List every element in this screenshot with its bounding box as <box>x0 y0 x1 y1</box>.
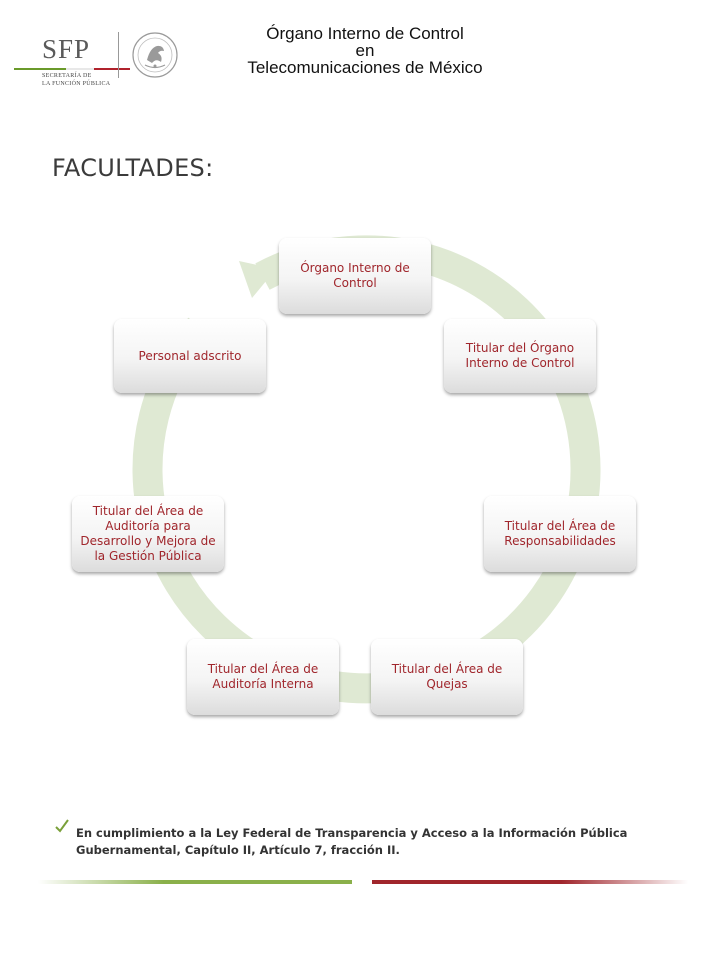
node-personal-adscrito: Personal adscrito <box>114 319 266 393</box>
page-header: SFP SECRETARÍA DE LA FUNCIÓN PÚBLICA Órg… <box>0 0 720 100</box>
title-line-3: Telecomunicaciones de México <box>247 58 483 77</box>
cycle-arrowhead-icon <box>239 261 276 298</box>
node-quejas: Titular del Área de Quejas <box>371 639 523 715</box>
sfp-logo: SFP SECRETARÍA DE LA FUNCIÓN PÚBLICA <box>14 28 189 88</box>
node-responsabilidades: Titular del Área de Responsabilidades <box>484 496 636 572</box>
footer-color-bar <box>38 880 688 884</box>
logo-subtitle-line2: LA FUNCIÓN PÚBLICA <box>42 81 111 87</box>
logo-stripe-red <box>94 68 130 70</box>
logo-divider <box>118 32 119 78</box>
logo-stripe-white <box>66 68 94 70</box>
footer-note-text: En cumplimiento a la Ley Federal de Tran… <box>76 826 628 857</box>
node-auditoria-desarrollo: Titular del Área de Auditoría para Desar… <box>72 496 224 572</box>
title-line-1: Órgano Interno de Control <box>266 24 464 43</box>
footer-bar-red <box>372 880 688 884</box>
node-titular-organo: Titular del Órgano Interno de Control <box>444 319 596 393</box>
cycle-diagram: Órgano Interno de Control Titular del Ór… <box>0 200 720 760</box>
logo-subtitle-line1: SECRETARÍA DE <box>42 73 92 79</box>
node-organo-interno: Órgano Interno de Control <box>279 238 431 314</box>
mexican-coat-of-arms-icon <box>132 32 178 78</box>
logo-wordmark: SFP <box>42 34 91 64</box>
cycle-ring-arc <box>132 235 601 704</box>
section-heading: FACULTADES: <box>52 154 214 182</box>
organization-title: Órgano Interno de Control en Telecomunic… <box>210 25 520 76</box>
logo-stripe-green <box>14 68 66 70</box>
checkmark-icon <box>55 819 69 833</box>
node-auditoria-interna: Titular del Área de Auditoría Interna <box>187 639 339 715</box>
footer-bar-green <box>38 880 352 884</box>
title-line-2: en <box>355 41 375 60</box>
